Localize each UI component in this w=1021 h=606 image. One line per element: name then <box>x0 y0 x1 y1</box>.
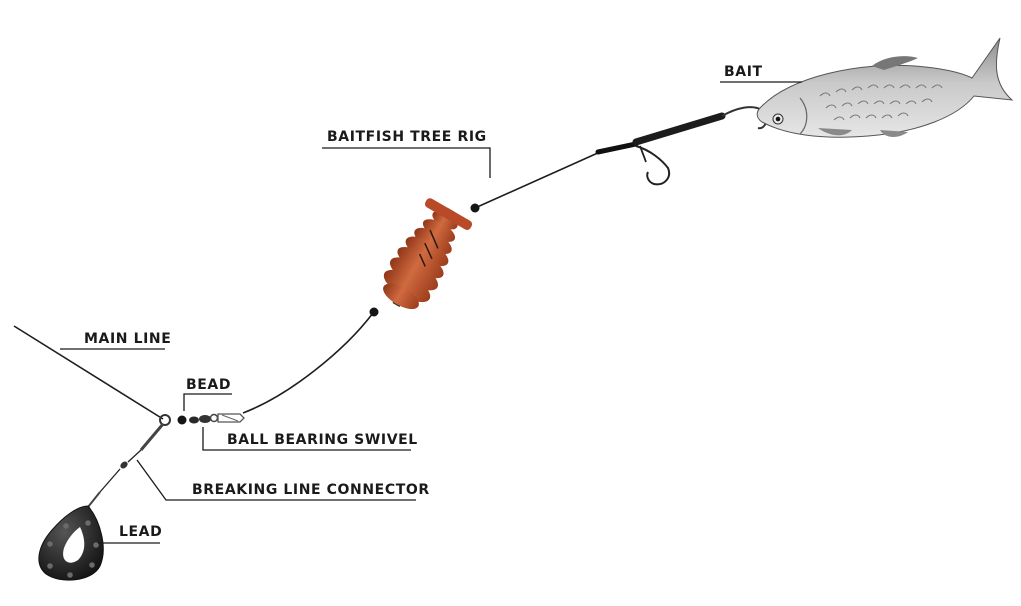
leader-bead <box>183 393 232 411</box>
label-breaking-line-connector: BREAKING LINE CONNECTOR <box>192 482 430 498</box>
label-main-line: MAIN LINE <box>84 331 171 347</box>
rig-line-upper <box>474 151 601 209</box>
rig-line-lower <box>242 312 374 414</box>
leader-ball-bearing-swivel <box>202 427 411 451</box>
label-baitfish-tree-rig: BAITFISH TREE RIG <box>327 129 487 145</box>
label-bait: BAIT <box>724 64 763 80</box>
leader-baitfish-tree-rig <box>322 147 491 178</box>
label-ball-bearing-swivel: BALL BEARING SWIVEL <box>227 432 418 448</box>
bead <box>177 415 187 425</box>
label-lead-group: LEAD <box>98 524 162 544</box>
lead-weight <box>38 505 104 581</box>
bait-fish <box>756 37 1014 138</box>
ball-bearing-swivel <box>189 413 245 424</box>
breaking-line-connector <box>83 423 165 513</box>
leader-breaking-line-connector <box>136 459 416 501</box>
label-lead: LEAD <box>119 524 162 540</box>
ring-connector <box>159 414 171 426</box>
main-line <box>13 325 164 420</box>
label-bead: BEAD <box>186 377 231 393</box>
float-body <box>369 198 480 317</box>
label-main-line-group: MAIN LINE <box>60 331 171 350</box>
label-baitfish-tree-rig-group: BAITFISH TREE RIG <box>322 129 491 178</box>
label-bead-group: BEAD <box>183 377 232 411</box>
label-breaking-line-connector-group: BREAKING LINE CONNECTOR <box>136 459 430 501</box>
hook-sleeve <box>632 106 768 146</box>
label-bait-group: BAIT <box>720 64 802 83</box>
treble-hook <box>595 141 670 186</box>
label-ball-bearing-swivel-group: BALL BEARING SWIVEL <box>202 427 418 451</box>
